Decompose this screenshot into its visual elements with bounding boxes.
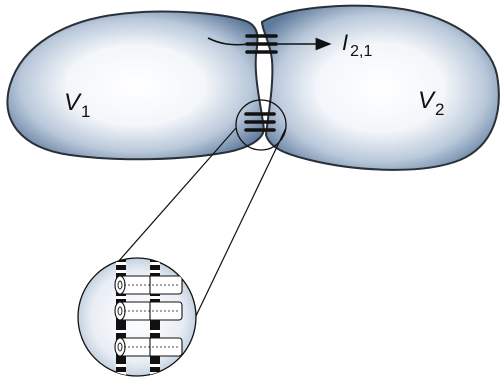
connexon-channel-1 [115,276,182,294]
connexon-channel-3 [115,338,182,356]
zoom-line-right [195,128,286,318]
inset-magnified-view [78,250,196,387]
connexon-channel-2 [115,302,182,320]
cell-right [262,6,499,170]
cell-left [8,12,265,160]
